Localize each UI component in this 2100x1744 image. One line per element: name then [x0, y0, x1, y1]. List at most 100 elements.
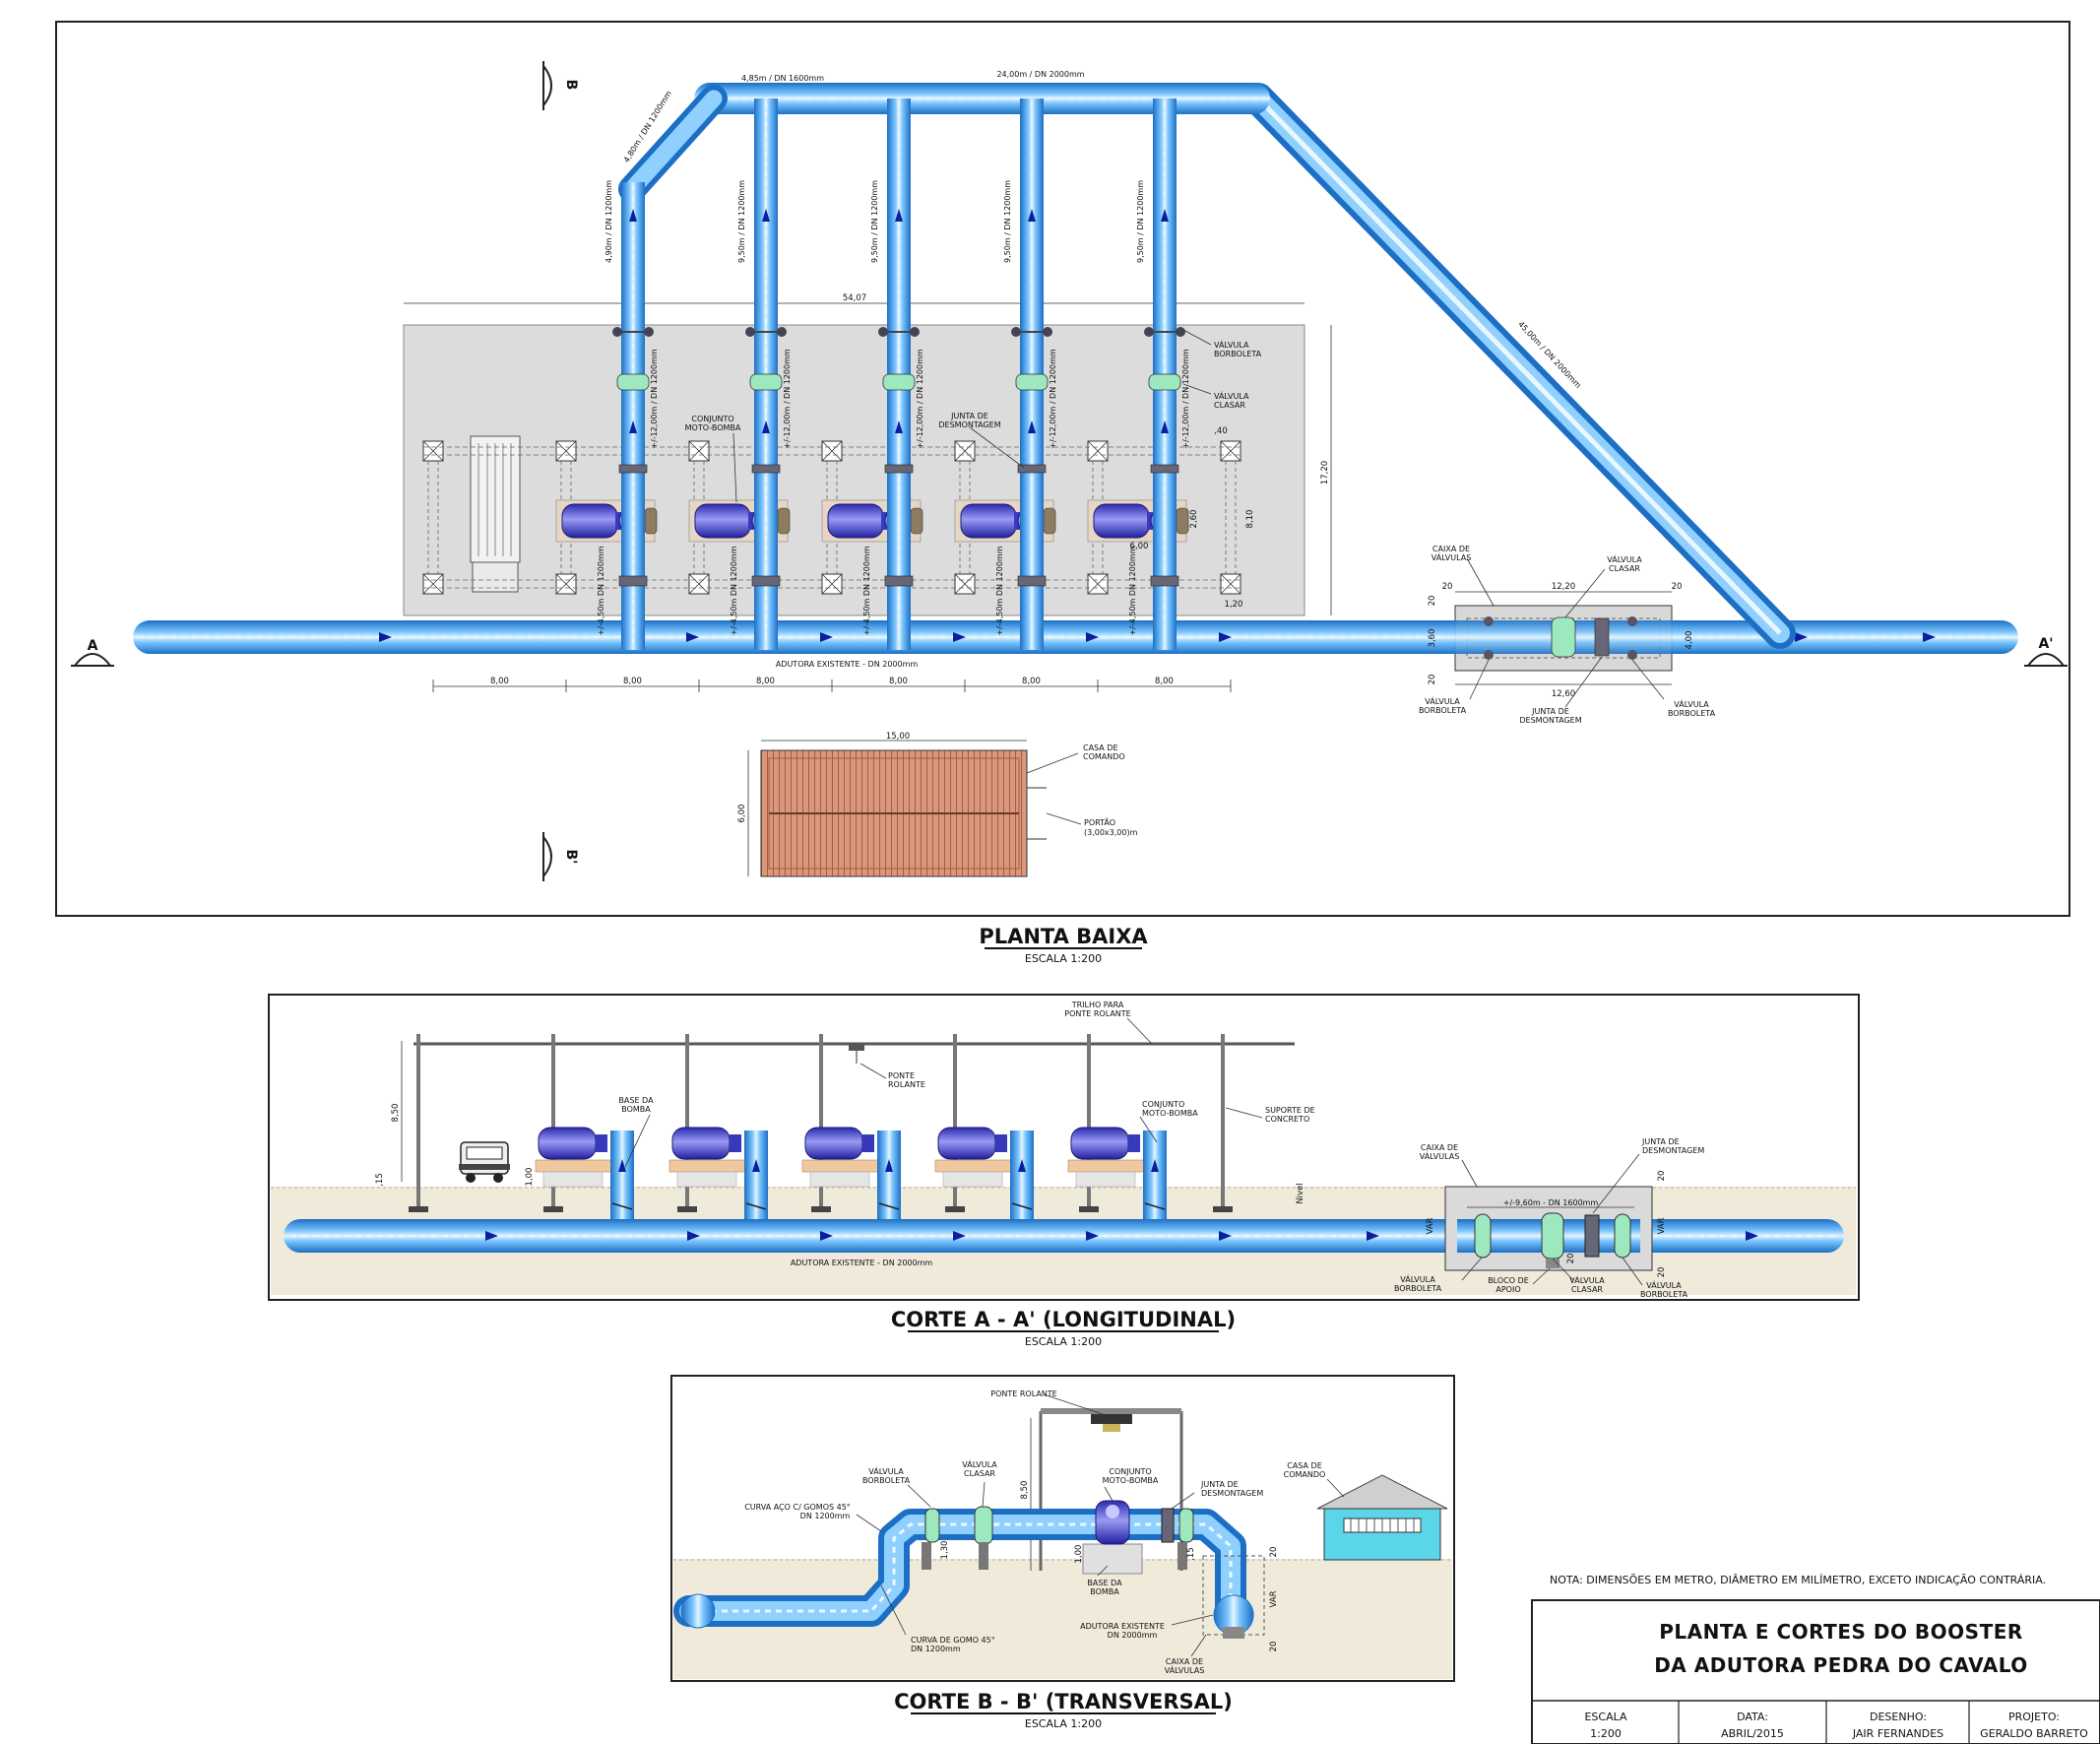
riser-arrow-5 [1161, 209, 1169, 222]
callout-valvula-clasar: VÁLVULA CLASAR [1182, 383, 1249, 410]
riser-clasar-5 [1148, 373, 1181, 391]
svg-text:VÁLVULA: VÁLVULA [962, 1458, 997, 1469]
section-a-arrow-2 [687, 1231, 700, 1241]
plan-pumps [555, 499, 1189, 543]
section-marker-b-prime: B' [542, 832, 579, 881]
svg-text:4,00: 4,00 [1685, 631, 1694, 650]
dim-b-d4b: 20 [1269, 1642, 1279, 1652]
box-clasar-valve [1551, 616, 1576, 658]
dim-a-d4: 20 [1657, 1171, 1667, 1182]
svg-text:15,00: 15,00 [886, 732, 910, 742]
dim-spacing-1: 8,00 [490, 677, 509, 686]
riser-clasar-1 [616, 373, 650, 391]
riser-label-top-2: 9,50m / DN 1200mm [737, 180, 746, 263]
riser-junta-4 [1017, 464, 1047, 474]
callout-bloco: BLOCO DE APOIO [1488, 1267, 1551, 1294]
svg-text:3,60: 3,60 [1428, 629, 1437, 648]
box-butterfly-1 [1484, 616, 1494, 626]
callout-junta: JUNTA DE DESMONTAGEM [938, 412, 1025, 469]
svg-text:BORBOLETA: BORBOLETA [1640, 1290, 1688, 1299]
svg-text:JUNTA DE: JUNTA DE [1531, 707, 1569, 716]
dim-spacing-2: 8,00 [623, 677, 642, 686]
riser-clasar-4 [1015, 373, 1049, 391]
tb-val-data: ABRIL/2015 [1721, 1727, 1784, 1740]
svg-text:CAIXA DE: CAIXA DE [1166, 1657, 1203, 1666]
column-1-1 [422, 440, 444, 462]
b-valve-pit [1202, 1555, 1265, 1639]
riser-label-top-4: 9,50m / DN 1200mm [1003, 180, 1012, 263]
svg-text:BASE DA: BASE DA [618, 1096, 654, 1105]
svg-text:BLOCO DE: BLOCO DE [1488, 1276, 1529, 1285]
svg-text:VÁLVULA: VÁLVULA [1425, 695, 1460, 706]
column-4-2 [821, 573, 843, 595]
svg-text:CASA DE: CASA DE [1287, 1461, 1322, 1470]
svg-text:CAIXA DE: CAIXA DE [1421, 1143, 1458, 1152]
column-1-2 [422, 573, 444, 595]
svg-text:CASA DE: CASA DE [1083, 743, 1118, 752]
dim-spacing-3: 8,00 [756, 677, 775, 686]
callout-box-borb-left: VÁLVULA BORBOLETA [1419, 659, 1490, 715]
svg-text:DESMONTAGEM: DESMONTAGEM [938, 420, 1000, 429]
column-6-1 [1087, 440, 1109, 462]
callout-box-borb-right: VÁLVULA BORBOLETA [1631, 659, 1716, 718]
callout-base: BASE DA BOMBA [618, 1096, 654, 1168]
b-butterfly-valve-2 [1178, 1508, 1194, 1543]
section-a-arrow-4 [953, 1231, 966, 1241]
svg-text:CAIXA DE: CAIXA DE [1432, 545, 1470, 553]
svg-text:BORBOLETA: BORBOLETA [862, 1476, 911, 1485]
column-7-1 [1220, 440, 1241, 462]
svg-text:VÁLVULA: VÁLVULA [1607, 553, 1642, 564]
diagonal-pipe-plan [1242, 83, 1796, 649]
svg-text:DESMONTAGEM: DESMONTAGEM [1642, 1146, 1704, 1155]
dim-a-d2: ,15 [375, 1173, 385, 1187]
dim-b-d1: 1,30 [940, 1541, 950, 1560]
valve-box-section-a: +/-9,60m - DN 1600mm [1444, 1186, 1653, 1271]
callout-box-clasar: VÁLVULA CLASAR [1564, 553, 1642, 618]
tb-head-desenho: DESENHO: [1870, 1711, 1927, 1723]
dim-slab-width: 54,07 [843, 293, 866, 303]
svg-text:VÁLVULA: VÁLVULA [1569, 1274, 1605, 1285]
main-arrow-7 [1795, 632, 1808, 642]
section-a-title: CORTE A - A' (LONGITUDINAL) [891, 1308, 1236, 1331]
callout-borb-a-left: VÁLVULA BORBOLETA [1394, 1257, 1483, 1293]
riser-label-low-5: +/-4,50m DN 1200mm [1128, 546, 1137, 635]
svg-text:PONTE ROLANTE: PONTE ROLANTE [1064, 1009, 1130, 1018]
callout-conjunto: CONJUNTO MOTO-BOMBA [685, 415, 741, 503]
svg-text:CURVA DE GOMO 45°: CURVA DE GOMO 45° [911, 1636, 995, 1645]
box-butterfly-2b [1627, 650, 1637, 660]
riser-junta-3 [884, 464, 914, 474]
svg-text:+/-9,60m - DN 1600mm: +/-9,60m - DN 1600mm [1503, 1198, 1599, 1207]
b-command-house [1316, 1474, 1448, 1561]
riser-label-low-2: +/-4,50m DN 1200mm [730, 546, 738, 635]
main-arrow-6 [1219, 632, 1232, 642]
section-a-pumps [535, 1127, 1167, 1219]
header-pipe-plan [618, 83, 1270, 203]
riser-arrow-4 [1028, 209, 1036, 222]
dim-a-nivel: Nivel [1296, 1183, 1305, 1203]
callout-b-clasar: VÁLVULA CLASAR [962, 1458, 997, 1508]
section-a-frame [268, 994, 1860, 1301]
callout-casa: CASA DE COMANDO [1026, 743, 1125, 774]
section-a-flow-arrows [485, 1231, 1758, 1241]
callout-portao: PORTÃO (3,00x3,00)m [1046, 812, 1138, 837]
general-note: NOTA: DIMENSÕES EM METRO, DIÂMETRO EM MI… [1550, 1574, 2046, 1586]
riser-label-low-1: +/-4,50m DN 1200mm [597, 546, 605, 635]
svg-text:VÁLVULA: VÁLVULA [1400, 1273, 1435, 1284]
svg-text:CLASAR: CLASAR [1609, 564, 1640, 573]
svg-text:BORBOLETA: BORBOLETA [1668, 709, 1716, 718]
riser-pipes [612, 98, 1185, 650]
callout-b-curva1: CURVA AÇO C/ GOMOS 45° DN 1200mm [744, 1503, 882, 1532]
svg-text:CURVA AÇO C/ GOMOS 45°: CURVA AÇO C/ GOMOS 45° [744, 1503, 851, 1512]
callout-b-borb: VÁLVULA BORBOLETA [862, 1465, 931, 1508]
tb-val-projeto: GERALDO BARRETO [1980, 1727, 2088, 1740]
svg-text:VÁLVULA: VÁLVULA [1214, 390, 1249, 401]
column-3-1 [688, 440, 710, 462]
riser-label-mid-4: +/-12,00m / DN 1200mm [1049, 349, 1057, 449]
riser-junta-2 [751, 464, 781, 474]
main-arrow-5 [1086, 632, 1099, 642]
dim-b-d4: 20 [1269, 1547, 1279, 1558]
section-a-arrow-8 [1746, 1231, 1758, 1241]
box-butterfly-1b [1484, 650, 1494, 660]
riser-label-top-1: 4,90m / DN 1200mm [605, 180, 613, 263]
svg-text:JUNTA DE: JUNTA DE [1641, 1137, 1680, 1146]
